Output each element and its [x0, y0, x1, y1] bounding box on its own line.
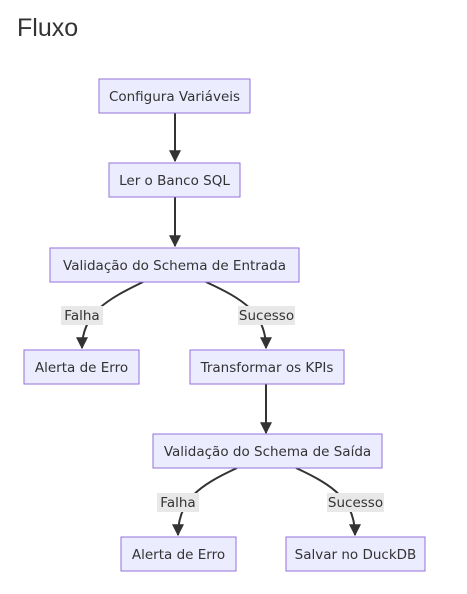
node-alerta-erro-1-label: Alerta de Erro [35, 360, 128, 376]
node-salvar-duckdb: Salvar no DuckDB [285, 536, 426, 572]
node-validacao-schema-saida: Validação do Schema de Saída [152, 433, 383, 469]
node-ler-banco-sql: Ler o Banco SQL [108, 162, 241, 198]
edge-label-sucesso-2-text: Sucesso [328, 495, 383, 511]
node-transformar-kpis: Transformar os KPIs [189, 349, 345, 385]
edge-label-sucesso-1: Sucesso [238, 306, 295, 325]
edge-label-falha-1-text: Falha [64, 308, 99, 324]
node-validacao-schema-saida-label: Validação do Schema de Saída [164, 444, 371, 460]
node-alerta-erro-2: Alerta de Erro [120, 536, 237, 572]
node-transformar-kpis-label: Transformar os KPIs [200, 360, 334, 376]
edge-label-falha-1: Falha [61, 306, 103, 325]
node-validacao-schema-entrada-label: Validação do Schema de Entrada [63, 258, 286, 274]
node-validacao-schema-entrada: Validação do Schema de Entrada [49, 247, 300, 283]
page-title: Fluxo [17, 14, 79, 42]
edge-label-falha-2: Falha [157, 493, 199, 512]
edge-label-sucesso-1-text: Sucesso [239, 308, 294, 324]
node-alerta-erro-2-label: Alerta de Erro [132, 547, 225, 563]
node-salvar-duckdb-label: Salvar no DuckDB [295, 547, 417, 563]
edge-label-falha-2-text: Falha [160, 495, 195, 511]
node-alerta-erro-1: Alerta de Erro [23, 349, 140, 385]
node-ler-banco-sql-label: Ler o Banco SQL [119, 173, 230, 189]
node-configura-variaveis-label: Configura Variáveis [109, 89, 240, 105]
node-configura-variaveis: Configura Variáveis [98, 78, 251, 114]
edge-label-sucesso-2: Sucesso [327, 493, 384, 512]
